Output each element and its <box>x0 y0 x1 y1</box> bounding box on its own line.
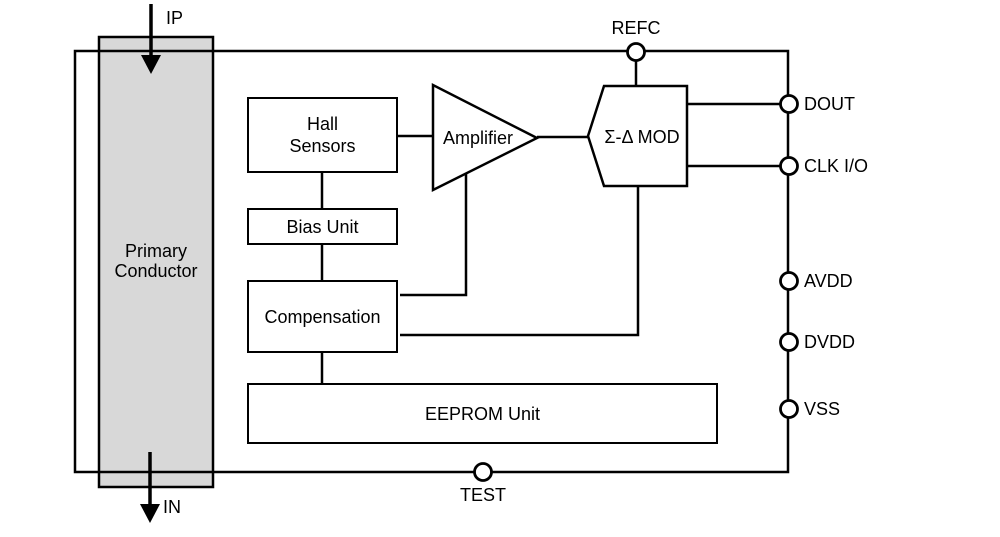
primary-conductor-bar <box>97 35 215 489</box>
chip-outline <box>73 49 790 474</box>
ip-arrowhead-icon <box>141 55 161 74</box>
compensation-block: Compensation <box>247 280 398 353</box>
avdd-pin-label: AVDD <box>804 271 853 291</box>
clkio-pin-circle <box>779 156 799 176</box>
sigma-delta-mod-shape <box>586 84 689 188</box>
eeprom-unit-block: EEPROM Unit <box>247 383 718 444</box>
eeprom-unit-label: EEPROM Unit <box>424 403 541 424</box>
wire-mod-to-compensation <box>400 186 640 337</box>
refc-pin-circle <box>626 42 646 62</box>
wire-amplifier-to-compensation <box>400 174 468 297</box>
hall-sensors-label-line2: Sensors <box>289 136 356 156</box>
in-current-label: IN <box>163 497 181 517</box>
dvdd-pin-circle <box>779 332 799 352</box>
primary-conductor-label-line1: Primary <box>125 241 187 261</box>
test-pin-circle <box>473 462 493 482</box>
primary-conductor-label: Primary Conductor <box>99 241 213 281</box>
refc-pin-label: REFC <box>611 18 661 38</box>
compensation-label: Compensation <box>264 306 381 327</box>
hall-sensors-block: Hall Sensors <box>247 97 398 173</box>
dout-pin-circle <box>779 94 799 114</box>
ip-current-label: IP <box>166 8 184 28</box>
amplifier-label: Amplifier <box>442 128 513 148</box>
in-arrowhead-icon <box>140 504 160 523</box>
test-pin-label: TEST <box>459 485 506 505</box>
bias-unit-label: Bias Unit <box>286 216 359 237</box>
amplifier-triangle <box>431 82 540 193</box>
vss-pin-circle <box>779 399 799 419</box>
hall-sensors-label-line1: Hall <box>306 114 338 134</box>
primary-conductor-label-line2: Conductor <box>114 261 198 281</box>
dout-pin-label: DOUT <box>804 94 855 114</box>
sigma-delta-mod-label: Σ-Δ MOD <box>604 127 680 147</box>
bias-unit-block: Bias Unit <box>247 208 398 245</box>
clkio-pin-label: CLK I/O <box>804 156 869 176</box>
avdd-pin-circle <box>779 271 799 291</box>
dvdd-pin-label: DVDD <box>804 332 856 352</box>
vss-pin-label: VSS <box>804 399 841 419</box>
